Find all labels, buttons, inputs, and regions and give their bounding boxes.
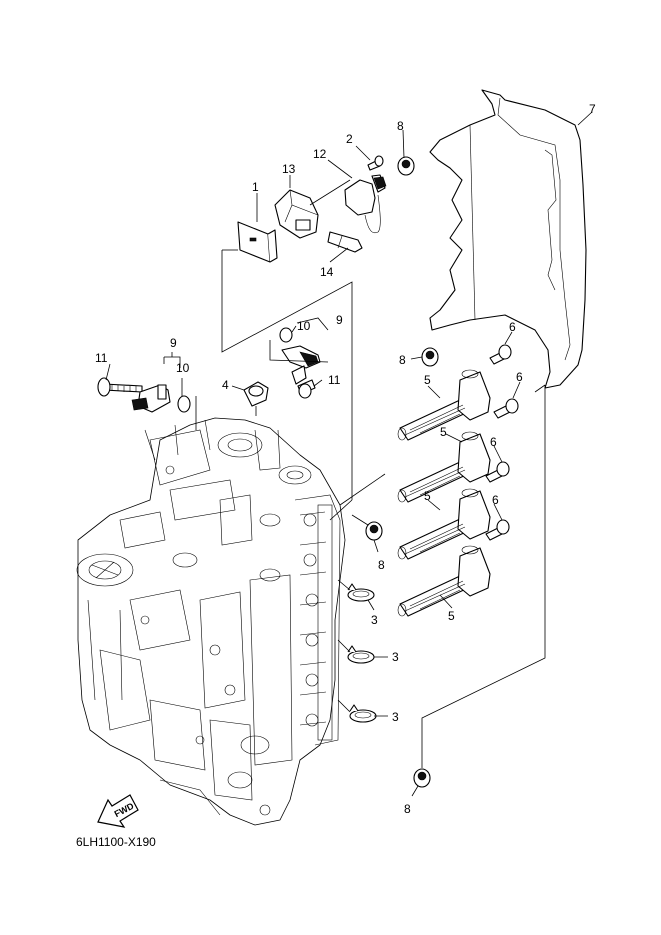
sensor-bracket-assembly xyxy=(237,155,387,263)
callout-3: 3 xyxy=(392,710,399,724)
callout-8: 8 xyxy=(404,802,411,816)
callout-6: 6 xyxy=(516,370,523,384)
callout-labels: 1 2 3 3 3 4 5 5 5 5 6 6 6 6 7 8 8 8 8 9 … xyxy=(95,102,596,816)
callout-6: 6 xyxy=(492,493,499,507)
clamp-3-a xyxy=(347,583,375,602)
diagram-code: 6LH1100-X190 xyxy=(76,835,156,849)
sensor-part-13 xyxy=(274,189,319,239)
bolt-6-a xyxy=(489,344,512,365)
grommet-8-a xyxy=(397,156,415,176)
ignition-coil-1 xyxy=(397,369,491,441)
cam-sensor-right xyxy=(279,327,321,399)
callout-5: 5 xyxy=(424,373,431,387)
callout-12: 12 xyxy=(313,147,327,161)
grommets xyxy=(365,156,439,788)
leader-lines xyxy=(105,111,593,797)
callout-2: 2 xyxy=(346,132,353,146)
ignition-coils xyxy=(397,369,491,617)
callout-13: 13 xyxy=(282,162,296,176)
callout-4: 4 xyxy=(222,378,229,392)
callout-5: 5 xyxy=(448,609,455,623)
callout-1: 1 xyxy=(252,180,259,194)
fwd-arrow-icon: FWD xyxy=(97,794,139,828)
clamp-3-c xyxy=(349,704,377,723)
cover-part-7 xyxy=(429,89,587,389)
callout-3: 3 xyxy=(392,650,399,664)
engine-block xyxy=(76,417,346,826)
ignition-coil-2 xyxy=(397,431,491,503)
callout-11: 11 xyxy=(328,373,341,387)
callout-14: 14 xyxy=(320,265,334,279)
callout-5: 5 xyxy=(424,489,431,503)
bolt-part-2 xyxy=(367,155,384,171)
bracket-part-1 xyxy=(237,221,271,263)
callout-10: 10 xyxy=(297,319,311,333)
grommet-8-c xyxy=(365,521,383,541)
callout-9: 9 xyxy=(336,313,343,327)
callout-3: 3 xyxy=(371,613,378,627)
callout-10: 10 xyxy=(176,361,190,375)
clamps xyxy=(347,583,377,723)
callout-8: 8 xyxy=(399,353,406,367)
o-ring-10-right xyxy=(279,327,293,343)
ignition-coil-4 xyxy=(397,545,491,617)
callout-6: 6 xyxy=(509,320,516,334)
bolt-6-c xyxy=(485,461,510,483)
ignition-coil-3 xyxy=(397,488,491,560)
clamp-3-b xyxy=(347,645,375,664)
bolt-6-d xyxy=(485,519,510,541)
o-ring-10-left xyxy=(177,395,191,413)
callout-8: 8 xyxy=(397,119,404,133)
bolt-6-b xyxy=(493,398,519,419)
coil-bolts xyxy=(485,344,519,541)
callout-9: 9 xyxy=(170,336,177,350)
bolt-11-left xyxy=(97,377,143,397)
clip-part-14 xyxy=(327,231,363,253)
callout-11: 11 xyxy=(95,351,108,365)
callout-6: 6 xyxy=(490,435,497,449)
callout-7: 7 xyxy=(589,102,596,116)
cam-sensor-left xyxy=(97,377,191,413)
grommet-8-b xyxy=(421,347,439,367)
bolt-11-right xyxy=(297,379,316,399)
callout-5: 5 xyxy=(440,425,447,439)
grommet-8-d xyxy=(413,768,431,788)
hose-fitting-part-4 xyxy=(243,381,269,416)
sensor-part-12 xyxy=(344,179,376,216)
callout-8: 8 xyxy=(378,558,385,572)
